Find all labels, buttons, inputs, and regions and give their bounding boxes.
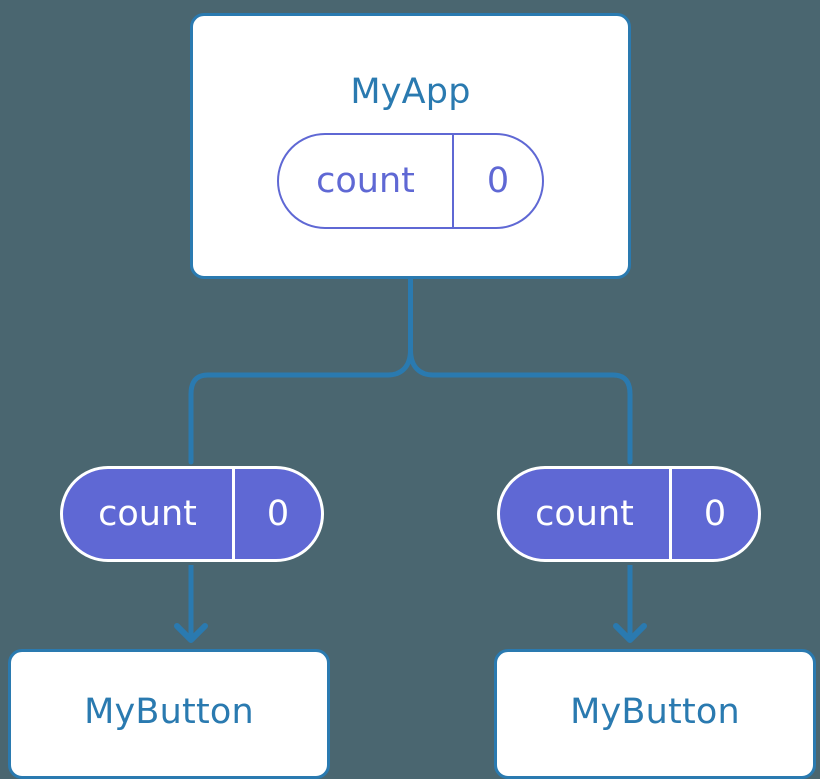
state-pill-value: 0 <box>486 161 510 201</box>
state-pill-branch-left-count[interactable]: count 0 <box>60 466 324 562</box>
state-flow-branch-right <box>408 347 633 465</box>
component-title-mybutton: MyButton <box>84 692 254 732</box>
state-pill-key: count <box>63 469 235 559</box>
state-pill-value: 0 <box>703 494 727 534</box>
component-box-mybutton-right[interactable]: MyButton <box>494 649 816 779</box>
state-pill-branch-right-count[interactable]: count 0 <box>497 466 761 562</box>
component-title-mybutton: MyButton <box>570 692 740 732</box>
state-flow-arrow-left <box>174 565 208 643</box>
state-pill-value: 0 <box>266 494 290 534</box>
state-pill-myapp-count[interactable]: count 0 <box>277 133 544 229</box>
state-flow-arrow-right <box>613 565 647 643</box>
state-pill-key: count <box>279 135 454 227</box>
state-flow-branch-left <box>188 347 413 465</box>
component-box-mybutton-left[interactable]: MyButton <box>8 649 330 779</box>
state-pill-key: count <box>500 469 672 559</box>
component-title-myapp: MyApp <box>350 72 471 112</box>
